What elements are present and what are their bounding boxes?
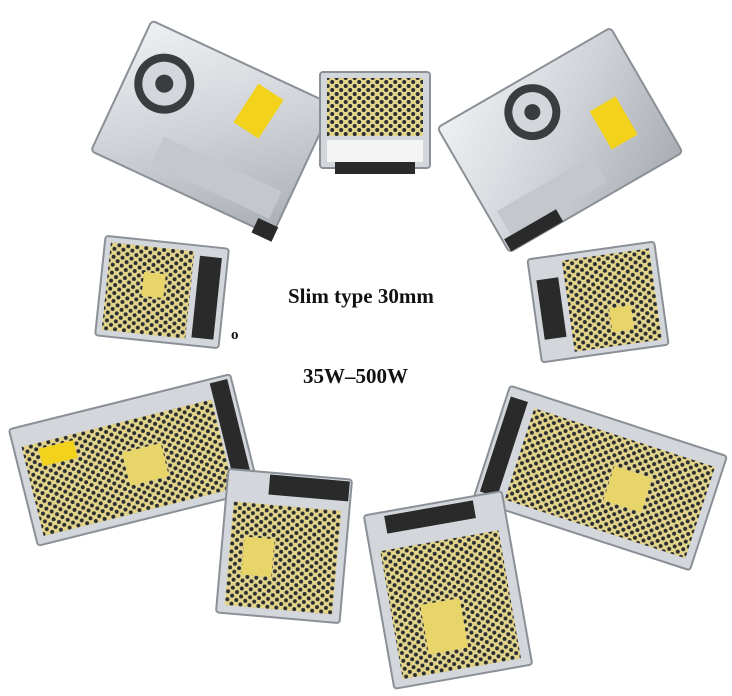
- terminal-block: [251, 218, 279, 242]
- terminal-block: [479, 396, 528, 498]
- power-supply-long-lower-left: [8, 373, 260, 547]
- power-supply-small-top: [319, 71, 431, 174]
- terminal-block: [191, 255, 222, 340]
- power-supply-bottom-right: [363, 490, 533, 690]
- terminal-block: [384, 500, 476, 534]
- power-range-text: 35W–500W: [303, 364, 408, 388]
- power-supply-long-lower-right: [472, 385, 728, 571]
- warning-label: [233, 83, 284, 139]
- headline-text: Slim type 30mm: [288, 284, 434, 308]
- power-supply-fan-top-right: [437, 28, 683, 252]
- terminal-block: [335, 162, 415, 174]
- stray-mark-text: o: [231, 327, 239, 343]
- warning-label: [38, 440, 78, 467]
- terminal-block: [268, 474, 350, 502]
- power-supply-bottom-left: [215, 468, 353, 624]
- warning-label: [589, 96, 638, 150]
- power-supply-fan-top-left: [91, 20, 333, 242]
- terminal-block: [536, 277, 567, 340]
- terminal-block: [504, 209, 564, 252]
- power-supply-mid-right: [526, 240, 670, 364]
- terminal-block: [209, 379, 254, 491]
- power-supply-mid-left: [94, 235, 230, 349]
